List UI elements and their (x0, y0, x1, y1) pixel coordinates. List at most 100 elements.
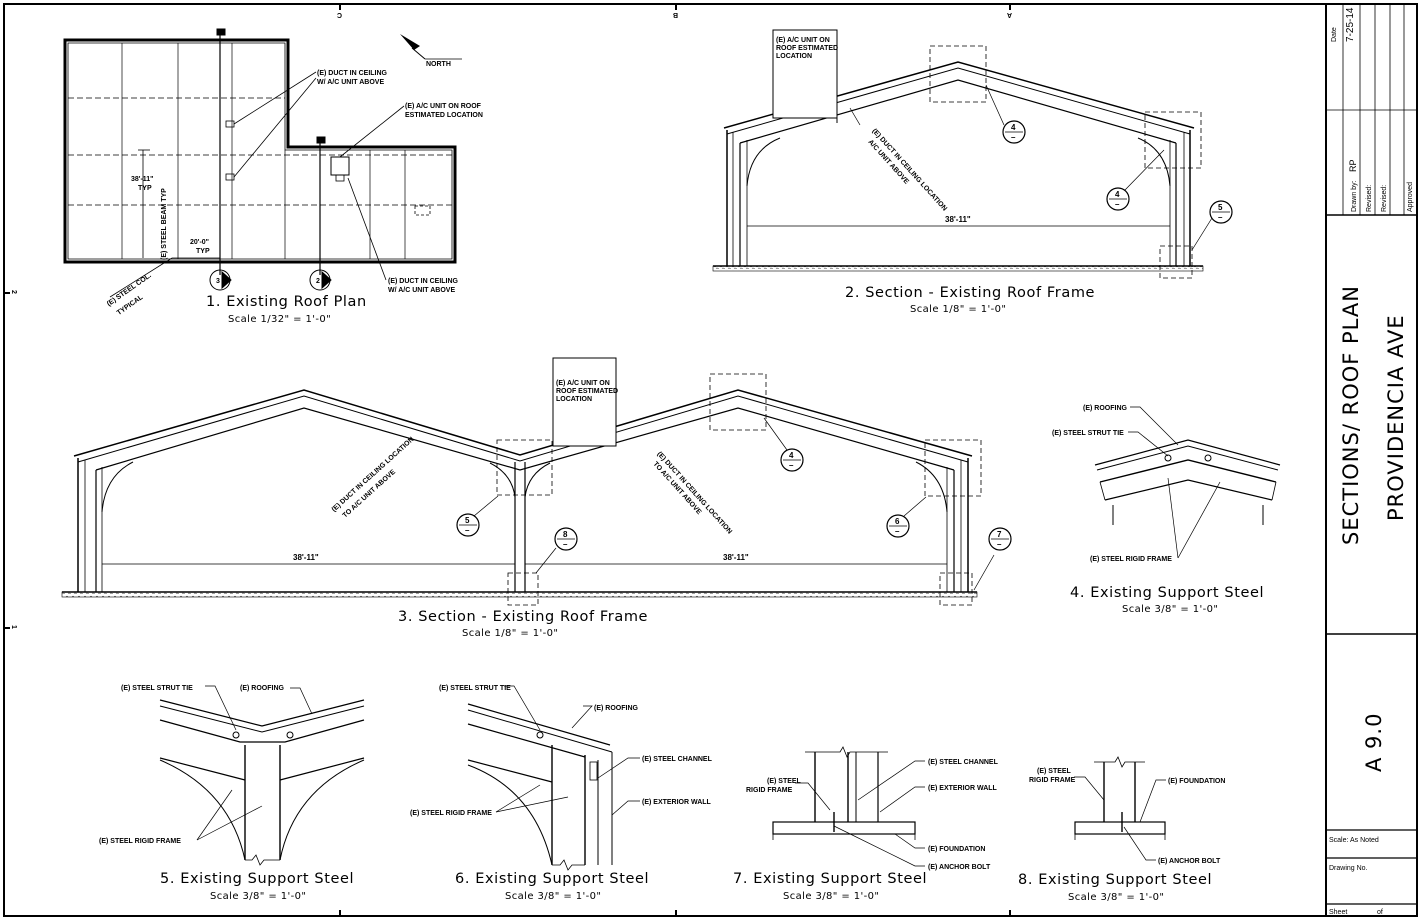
dim-vertical-typ: TYP (138, 185, 152, 192)
beam-note: (E) STEEL BEAM TYP (161, 188, 168, 260)
detail-8-steel (1074, 756, 1166, 861)
d5-rigid-frame: (E) STEEL RIGID FRAME (99, 838, 181, 845)
s3-callout-7: 7 (997, 530, 1002, 539)
sheet-label: Sheet (1329, 909, 1347, 916)
s3-duct-note-right-1: (E) DUCT IN CEILING LOCATION (656, 451, 733, 536)
s3-callout-7-sub: – (997, 540, 1002, 549)
detail-7-steel (772, 746, 925, 867)
s3-ac-note-1: (E) A/C UNIT ON (556, 380, 610, 387)
grid-markers (4, 4, 1011, 916)
sheet-border (3, 3, 1418, 917)
d8-foundation: (E) FOUNDATION (1168, 778, 1225, 785)
d6-strut-tie: (E) STEEL STRUT TIE (439, 685, 511, 692)
duct-note-a2: W/ A/C UNIT ABOVE (317, 79, 384, 86)
d5-strut-tie: (E) STEEL STRUT TIE (121, 685, 193, 692)
detail-1-title: 1. Existing Roof Plan (206, 294, 367, 310)
duct-note-b2: W/ A/C UNIT ABOVE (388, 287, 455, 294)
s3-callout-8-sub: – (563, 540, 568, 549)
grid-label-c: C (337, 11, 342, 18)
sheet-number: A 9.0 (1362, 713, 1386, 772)
s2-callout-4b: 4 (1115, 190, 1120, 199)
roof-plan (63, 28, 462, 298)
detail-8-title: 8. Existing Support Steel (1018, 872, 1212, 888)
detail-6-steel (467, 685, 640, 871)
date-label: Date (1331, 27, 1338, 42)
s3-callout-4: 4 (789, 451, 794, 460)
d5-roofing: (E) ROOFING (240, 685, 284, 692)
s3-ac-note-3: LOCATION (556, 396, 592, 403)
s2-ac-note-2: ROOF ESTIMATED (776, 45, 838, 52)
grid-label-a: A (1007, 11, 1012, 18)
section-marker-3: 3 (216, 278, 220, 285)
d4-strut-tie: (E) STEEL STRUT TIE (1052, 430, 1124, 437)
d4-rigid-frame: (E) STEEL RIGID FRAME (1090, 556, 1172, 563)
d6-wall: (E) EXTERIOR WALL (642, 799, 712, 806)
d7-frame-1: (E) STEEL (767, 778, 802, 785)
section-marker-2: 2 (316, 278, 320, 285)
s2-callout-4b-sub: – (1115, 200, 1120, 209)
revised-label-2: Revised: (1381, 185, 1388, 212)
d8-frame-2: RIGID FRAME (1029, 777, 1076, 784)
detail-8-scale: Scale 3/8" = 1'-0" (1068, 892, 1164, 903)
detail-2-title: 2. Section - Existing Roof Frame (845, 285, 1095, 301)
duct-note-a1: (E) DUCT IN CEILING (317, 70, 388, 77)
dim-vertical: 38'-11" (131, 176, 154, 183)
s2-callout-4a: 4 (1011, 123, 1016, 132)
duct-note-b1: (E) DUCT IN CEILING (388, 278, 459, 285)
grid-label-1: 1 (10, 625, 17, 629)
title-block (1326, 4, 1417, 905)
d7-frame-2: RIGID FRAME (746, 787, 793, 794)
s2-callout-5: 5 (1218, 203, 1223, 212)
ac-note-1: (E) A/C UNIT ON ROOF (405, 103, 482, 110)
s2-dimension: 38'-11" (945, 215, 971, 224)
detail-4-scale: Scale 3/8" = 1'-0" (1122, 604, 1218, 615)
detail-5-title: 5. Existing Support Steel (160, 871, 354, 887)
d8-frame-1: (E) STEEL (1037, 768, 1072, 775)
grid-label-b: B (673, 11, 678, 18)
project-name: PROVIDENCIA AVE (1384, 314, 1408, 521)
dim-horizontal-typ: TYP (196, 248, 210, 255)
s2-ac-note-3: LOCATION (776, 53, 812, 60)
approved-label: Approved (1407, 182, 1414, 212)
detail-6-scale: Scale 3/8" = 1'-0" (505, 891, 601, 902)
date-value: 7-25-14 (1345, 7, 1356, 42)
scale-label: Scale: As Noted (1329, 837, 1379, 844)
drawn-by-value: RP (1348, 159, 1358, 172)
detail-5-steel (159, 685, 365, 866)
s2-duct-note-1: (E) DUCT IN CEILING LOCATION (871, 128, 948, 213)
detail-2-scale: Scale 1/8" = 1'-0" (910, 304, 1006, 315)
detail-4-title: 4. Existing Support Steel (1070, 585, 1264, 601)
s3-callout-8: 8 (563, 530, 568, 539)
s2-ac-note-1: (E) A/C UNIT ON (776, 37, 830, 44)
drawing-number-label: Drawing No. (1329, 865, 1368, 872)
detail-7-title: 7. Existing Support Steel (733, 871, 927, 887)
dim-horizontal: 20'-0" (190, 239, 209, 246)
d6-rigid-frame: (E) STEEL RIGID FRAME (410, 810, 492, 817)
s3-dimension-left: 38'-11" (293, 553, 319, 562)
d7-channel: (E) STEEL CHANNEL (928, 759, 999, 766)
detail-7-scale: Scale 3/8" = 1'-0" (783, 891, 879, 902)
d7-wall: (E) EXTERIOR WALL (928, 785, 998, 792)
section-2-frame (712, 29, 1233, 279)
detail-4-steel (1094, 406, 1281, 559)
revised-label-1: Revised: (1366, 185, 1373, 212)
s2-callout-5-sub: – (1218, 213, 1223, 222)
detail-6-title: 6. Existing Support Steel (455, 871, 649, 887)
s3-dimension-right: 38'-11" (723, 553, 749, 562)
d4-roofing: (E) ROOFING (1083, 405, 1127, 412)
north-label: NORTH (426, 61, 451, 68)
section-3-frame (61, 357, 1012, 606)
detail-5-scale: Scale 3/8" = 1'-0" (210, 891, 306, 902)
s3-callout-6: 6 (895, 517, 900, 526)
s3-callout-4-sub: – (789, 461, 794, 470)
s3-callout-5-sub: – (465, 526, 470, 535)
d8-anchor-bolt: (E) ANCHOR BOLT (1158, 858, 1221, 865)
s2-callout-4a-sub: – (1011, 133, 1016, 142)
detail-1-scale: Scale 1/32" = 1'-0" (228, 314, 331, 325)
detail-3-title: 3. Section - Existing Roof Frame (398, 609, 648, 625)
s3-duct-note-left-1: (E) DUCT IN CEILING LOCATION (331, 436, 416, 513)
s3-ac-note-2: ROOF ESTIMATED (556, 388, 618, 395)
d6-channel: (E) STEEL CHANNEL (642, 756, 713, 763)
d7-foundation: (E) FOUNDATION (928, 846, 985, 853)
